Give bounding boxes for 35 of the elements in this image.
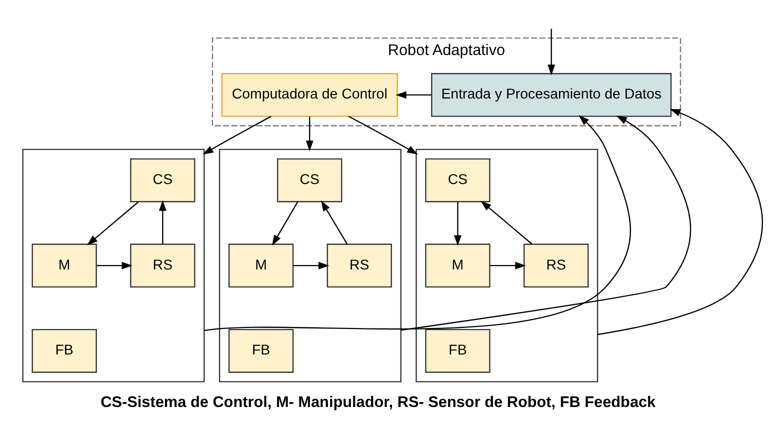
arrow: [202, 116, 272, 154]
arrow: [96, 262, 132, 270]
arrow: [480, 200, 532, 245]
arrow: [348, 116, 418, 154]
node-box: M: [32, 244, 97, 288]
node-box: FB: [425, 328, 490, 373]
node-box: Computadora de Control: [221, 73, 398, 117]
cluster: [22, 148, 205, 382]
arrow: [548, 28, 556, 76]
arrow: [293, 262, 330, 270]
caption: CS-Sistema de Control, M- Manipulador, RS- Sensor de Robot, FB Feedback: [100, 394, 656, 412]
node-box: M: [425, 244, 490, 288]
node-box: FB: [32, 328, 97, 373]
cluster: [218, 148, 402, 382]
node-box: Entrada y Procesamiento de Datos: [431, 73, 672, 117]
cluster: [416, 148, 598, 382]
arrow: [597, 108, 763, 336]
arrow: [490, 262, 526, 270]
node-box: M: [228, 244, 294, 288]
arrow: [158, 200, 166, 244]
arrow: [321, 200, 348, 244]
arrow: [204, 115, 631, 332]
node-box: FB: [228, 328, 294, 373]
arrow: [454, 202, 462, 246]
arrow: [306, 116, 314, 152]
node-box: CS: [277, 158, 342, 202]
node-box: CS: [130, 158, 196, 202]
arrow: [396, 91, 432, 99]
node-box: CS: [425, 158, 490, 202]
node-box: RS: [524, 244, 589, 288]
arrow: [272, 202, 298, 246]
node-box: RS: [130, 244, 196, 288]
arrow: [400, 116, 692, 331]
arrow: [87, 202, 139, 246]
node-box: RS: [326, 244, 392, 288]
